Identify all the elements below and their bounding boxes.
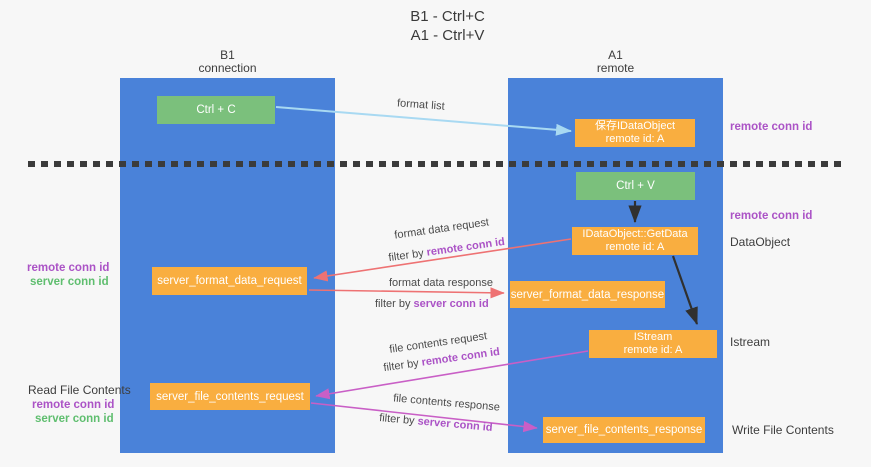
- istream-node: IStream remote id: A: [589, 330, 717, 358]
- server-file-contents-response-node: server_file_contents_response: [543, 417, 705, 443]
- idataobject-getdata-node: IDataObject::GetData remote id: A: [572, 227, 698, 255]
- getdata-line2: remote id: A: [605, 241, 665, 253]
- lifeline-a1-subtitle: remote: [596, 61, 635, 75]
- format-data-response-label: format data response: [389, 277, 493, 289]
- save-idataobject-line2: remote id: A: [605, 133, 665, 145]
- filter-prefix: filter by: [375, 298, 414, 310]
- lifeline-b1-subtitle: connection: [198, 61, 257, 75]
- server-file-contents-request-node: server_file_contents_request: [150, 383, 310, 410]
- ctrl-c-node: Ctrl + C: [157, 96, 275, 124]
- annotation-remote-conn-id-mid: remote conn id: [730, 210, 813, 222]
- server-file-contents-response-label: server_file_contents_response: [545, 424, 703, 436]
- save-idataobject-node: 保存IDataObject remote id: A: [575, 119, 695, 147]
- annotation-left-remote-conn-id-1: remote conn id: [27, 262, 110, 274]
- title-line-1: B1 - Ctrl+C: [410, 8, 485, 25]
- annotation-remote-conn-id-top: remote conn id: [730, 121, 813, 133]
- file-contents-response-filter-label: filter by server conn id: [379, 412, 493, 434]
- ctrl-v-label: Ctrl + V: [616, 180, 655, 192]
- format-data-response-filter-label: filter by server conn id: [375, 298, 489, 310]
- annotation-read-file-contents: Read File Contents: [28, 383, 131, 397]
- title-line-2: A1 - Ctrl+V: [410, 27, 485, 44]
- ctrl-v-node: Ctrl + V: [576, 172, 695, 200]
- filter-prefix: filter by: [382, 356, 423, 375]
- filter-prefix: filter by: [378, 412, 419, 428]
- annotation-left-remote-conn-id-2: remote conn id: [32, 399, 115, 411]
- server-format-data-request-node: server_format_data_request: [152, 267, 307, 295]
- server-file-contents-request-label: server_file_contents_request: [156, 390, 304, 403]
- annotation-left-server-conn-id-1: server conn id: [30, 276, 109, 288]
- filter-key-remote-conn-id: remote conn id: [425, 235, 506, 259]
- format-data-request-label: format data request: [393, 216, 490, 242]
- istream-line2: remote id: A: [623, 344, 683, 356]
- format-list-arrow-label: format list: [396, 97, 446, 113]
- file-contents-response-label: file contents response: [392, 392, 501, 414]
- lifeline-a1-name: A1: [608, 48, 623, 62]
- lifeline-header-a1: A1 remote: [508, 49, 723, 75]
- filter-prefix: filter by: [387, 246, 428, 265]
- annotation-dataobject: DataObject: [730, 235, 791, 249]
- annotation-left-server-conn-id-2: server conn id: [35, 413, 114, 425]
- page-title: B1 - Ctrl+C A1 - Ctrl+V: [12, 7, 871, 45]
- filter-key-server-conn-id: server conn id: [417, 415, 494, 434]
- lifeline-b1-name: B1: [220, 48, 235, 62]
- lifeline-header-b1: B1 connection: [120, 49, 335, 75]
- save-idataobject-line1: 保存IDataObject: [594, 120, 676, 132]
- format-data-response-arrow: [308, 287, 505, 299]
- filter-key-server-conn-id: server conn id: [413, 298, 489, 310]
- annotation-istream: Istream: [730, 335, 771, 349]
- getdata-line1: IDataObject::GetData: [582, 228, 688, 240]
- server-format-data-request-label: server_format_data_request: [157, 275, 302, 287]
- ctrl-c-label: Ctrl + C: [196, 104, 236, 116]
- annotation-write-file-contents: Write File Contents: [732, 423, 834, 437]
- istream-line1: IStream: [633, 331, 673, 343]
- server-format-data-response-label: server_format_data_response: [510, 288, 665, 301]
- server-format-data-response-node: server_format_data_response: [510, 281, 665, 308]
